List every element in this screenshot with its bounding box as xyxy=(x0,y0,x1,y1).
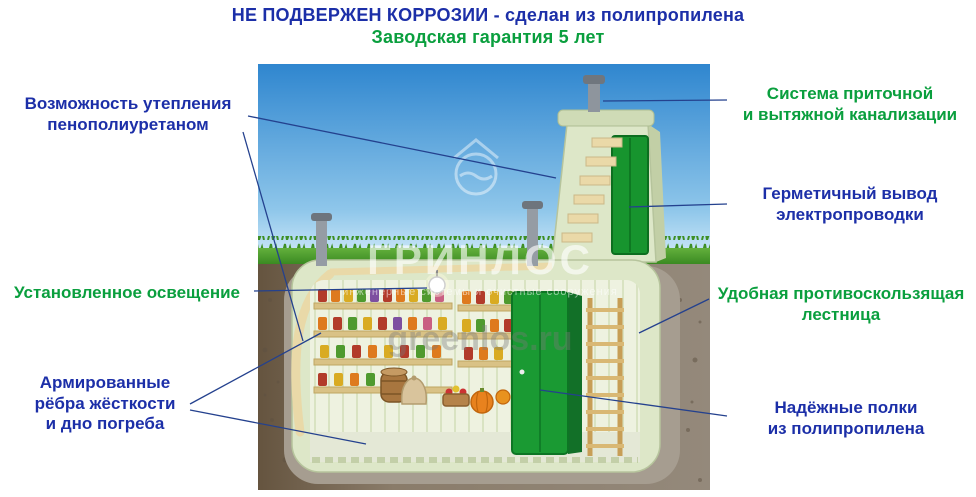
headline-warranty: Заводская гарантия 5 лет xyxy=(371,27,605,47)
callout-ventilation: Система приточной и вытяжной канализации xyxy=(742,84,958,124)
door-handle xyxy=(519,369,525,375)
callout-shelves: Надёжные полки из полипропилена xyxy=(767,398,925,438)
headline-corrosion: НЕ ПОДВЕРЖЕН КОРРОЗИИ - сделан из полипр… xyxy=(231,5,745,25)
wall-cut-top xyxy=(329,262,553,276)
sack xyxy=(400,375,428,405)
callout-wiring: Герметичный вывод электропроводки xyxy=(762,184,938,224)
fruit-basket xyxy=(442,385,470,407)
barrel xyxy=(380,367,408,403)
tower-lid xyxy=(557,109,655,127)
vent-pipe-top xyxy=(588,82,600,112)
tower-steps xyxy=(561,137,623,243)
callout-ribs: Армированные рёбра жёсткости и дно погре… xyxy=(34,373,176,434)
vent-cap-top xyxy=(583,75,605,84)
interior-door xyxy=(511,291,582,455)
entrance-tower xyxy=(551,75,666,263)
shelves xyxy=(313,289,517,394)
pumpkins xyxy=(470,388,511,414)
floor-goods xyxy=(380,367,511,414)
ceiling-lamp xyxy=(425,270,449,297)
callout-lighting: Установленное освещение xyxy=(13,283,240,302)
yard-vent-pipes xyxy=(311,201,543,266)
callout-ladder: Удобная противоскользящая лестница xyxy=(717,284,965,324)
preserve-jars xyxy=(318,289,513,386)
callout-insulation: Возможность утепления пенополиуретаном xyxy=(24,94,232,134)
